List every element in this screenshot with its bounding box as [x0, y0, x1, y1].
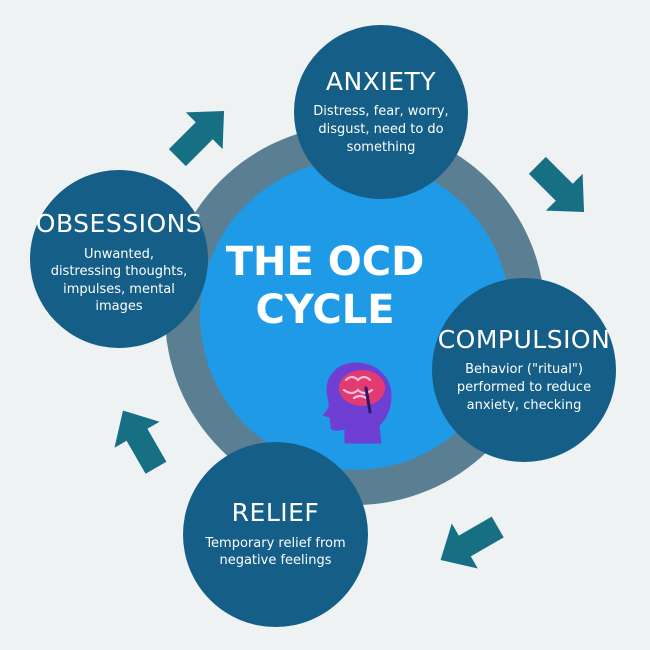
- node-obsessions-desc: Unwanted, distressing thoughts, impulses…: [50, 246, 188, 315]
- arrow-up-right-icon: [168, 110, 225, 167]
- center-title-line2: CYCLE: [255, 287, 395, 333]
- center-disc: [200, 160, 510, 470]
- arrow-up-left-icon: [114, 410, 167, 474]
- node-relief-desc: Temporary relief from negative feelings: [205, 535, 346, 569]
- center-title-line1: THE OCD: [225, 239, 425, 285]
- node-relief-title: RELIEF: [231, 498, 320, 528]
- arrow-down-left-icon: [440, 516, 504, 569]
- node-compulsion-title: COMPULSION: [437, 324, 611, 354]
- node-obsessions: OBSESSIONS Unwanted, distressing thought…: [30, 170, 208, 348]
- node-obsessions-title: OBSESSIONS: [35, 209, 203, 239]
- node-anxiety-desc: Distress, fear, worry, disgust, need to …: [313, 104, 449, 155]
- arrow-down-right-icon: [528, 156, 585, 213]
- node-relief: RELIEF Temporary relief from negative fe…: [183, 442, 368, 627]
- node-compulsion: COMPULSION Behavior ("ritual") performed…: [432, 278, 616, 462]
- node-anxiety: ANXIETY Distress, fear, worry, disgust, …: [294, 25, 468, 199]
- node-compulsion-desc: Behavior ("ritual") performed to reduce …: [456, 362, 592, 413]
- head-brain-icon: [321, 361, 393, 445]
- center-title: THE OCD CYCLE: [225, 238, 425, 334]
- node-anxiety-title: ANXIETY: [325, 66, 437, 96]
